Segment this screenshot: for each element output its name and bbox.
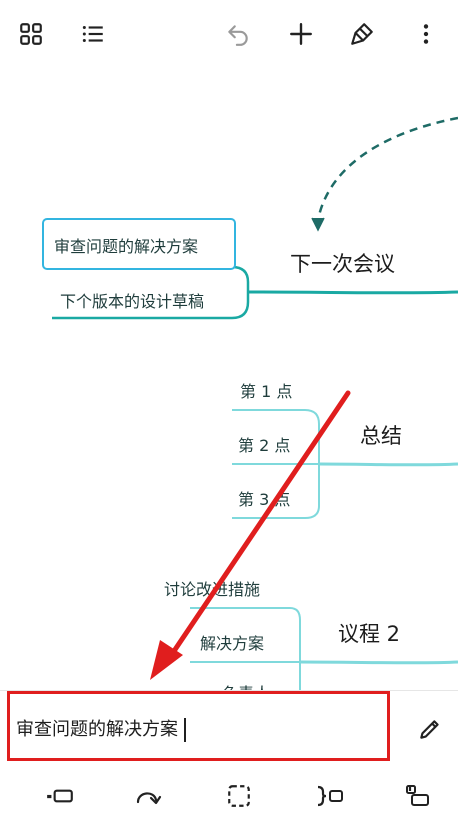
more-vert-icon[interactable] — [409, 17, 443, 51]
insert-sibling-icon[interactable] — [42, 780, 78, 812]
insert-child-icon[interactable] — [400, 780, 436, 812]
edit-pencil-icon[interactable] — [412, 711, 448, 747]
boundary-icon[interactable] — [221, 780, 257, 812]
add-icon[interactable] — [284, 17, 318, 51]
node-owner[interactable]: 负责人 — [222, 680, 270, 690]
node-review-solution[interactable]: 审查问题的解决方案 — [54, 237, 199, 256]
node-point-3[interactable]: 第 3 点 — [238, 490, 291, 509]
grid-icon[interactable] — [14, 17, 48, 51]
node-text-editor: 审查问题的解决方案 — [0, 690, 458, 773]
undo-icon[interactable] — [221, 17, 255, 51]
top-toolbar — [0, 0, 458, 70]
node-design-draft[interactable]: 下个版本的设计草稿 — [60, 292, 205, 311]
node-discuss-improvements[interactable]: 讨论改进措施 — [164, 580, 261, 599]
summary-bracket-icon[interactable] — [312, 780, 348, 812]
node-text-input[interactable]: 审查问题的解决方案 — [16, 715, 186, 742]
highlight-box — [7, 691, 390, 761]
mindmap-canvas[interactable]: 审查问题的解决方案 下个版本的设计草稿 下一次会议 第 1 点 第 2 点 第 … — [0, 70, 458, 690]
node-point-1[interactable]: 第 1 点 — [240, 382, 293, 401]
topic-agenda-2[interactable]: 议程 2 — [338, 622, 401, 646]
brush-icon[interactable] — [345, 17, 379, 51]
topic-next-meeting[interactable]: 下一次会议 — [290, 252, 395, 276]
text-caret — [184, 718, 186, 742]
node-text-value: 审查问题的解决方案 — [16, 719, 178, 740]
topic-summary[interactable]: 总结 — [360, 424, 402, 448]
redo-relation-icon[interactable] — [130, 780, 166, 812]
node-solution[interactable]: 解决方案 — [200, 634, 265, 653]
list-icon[interactable] — [76, 17, 110, 51]
bottom-action-bar — [0, 772, 458, 820]
node-point-2[interactable]: 第 2 点 — [238, 436, 291, 455]
selected-node-frame[interactable] — [42, 218, 236, 270]
